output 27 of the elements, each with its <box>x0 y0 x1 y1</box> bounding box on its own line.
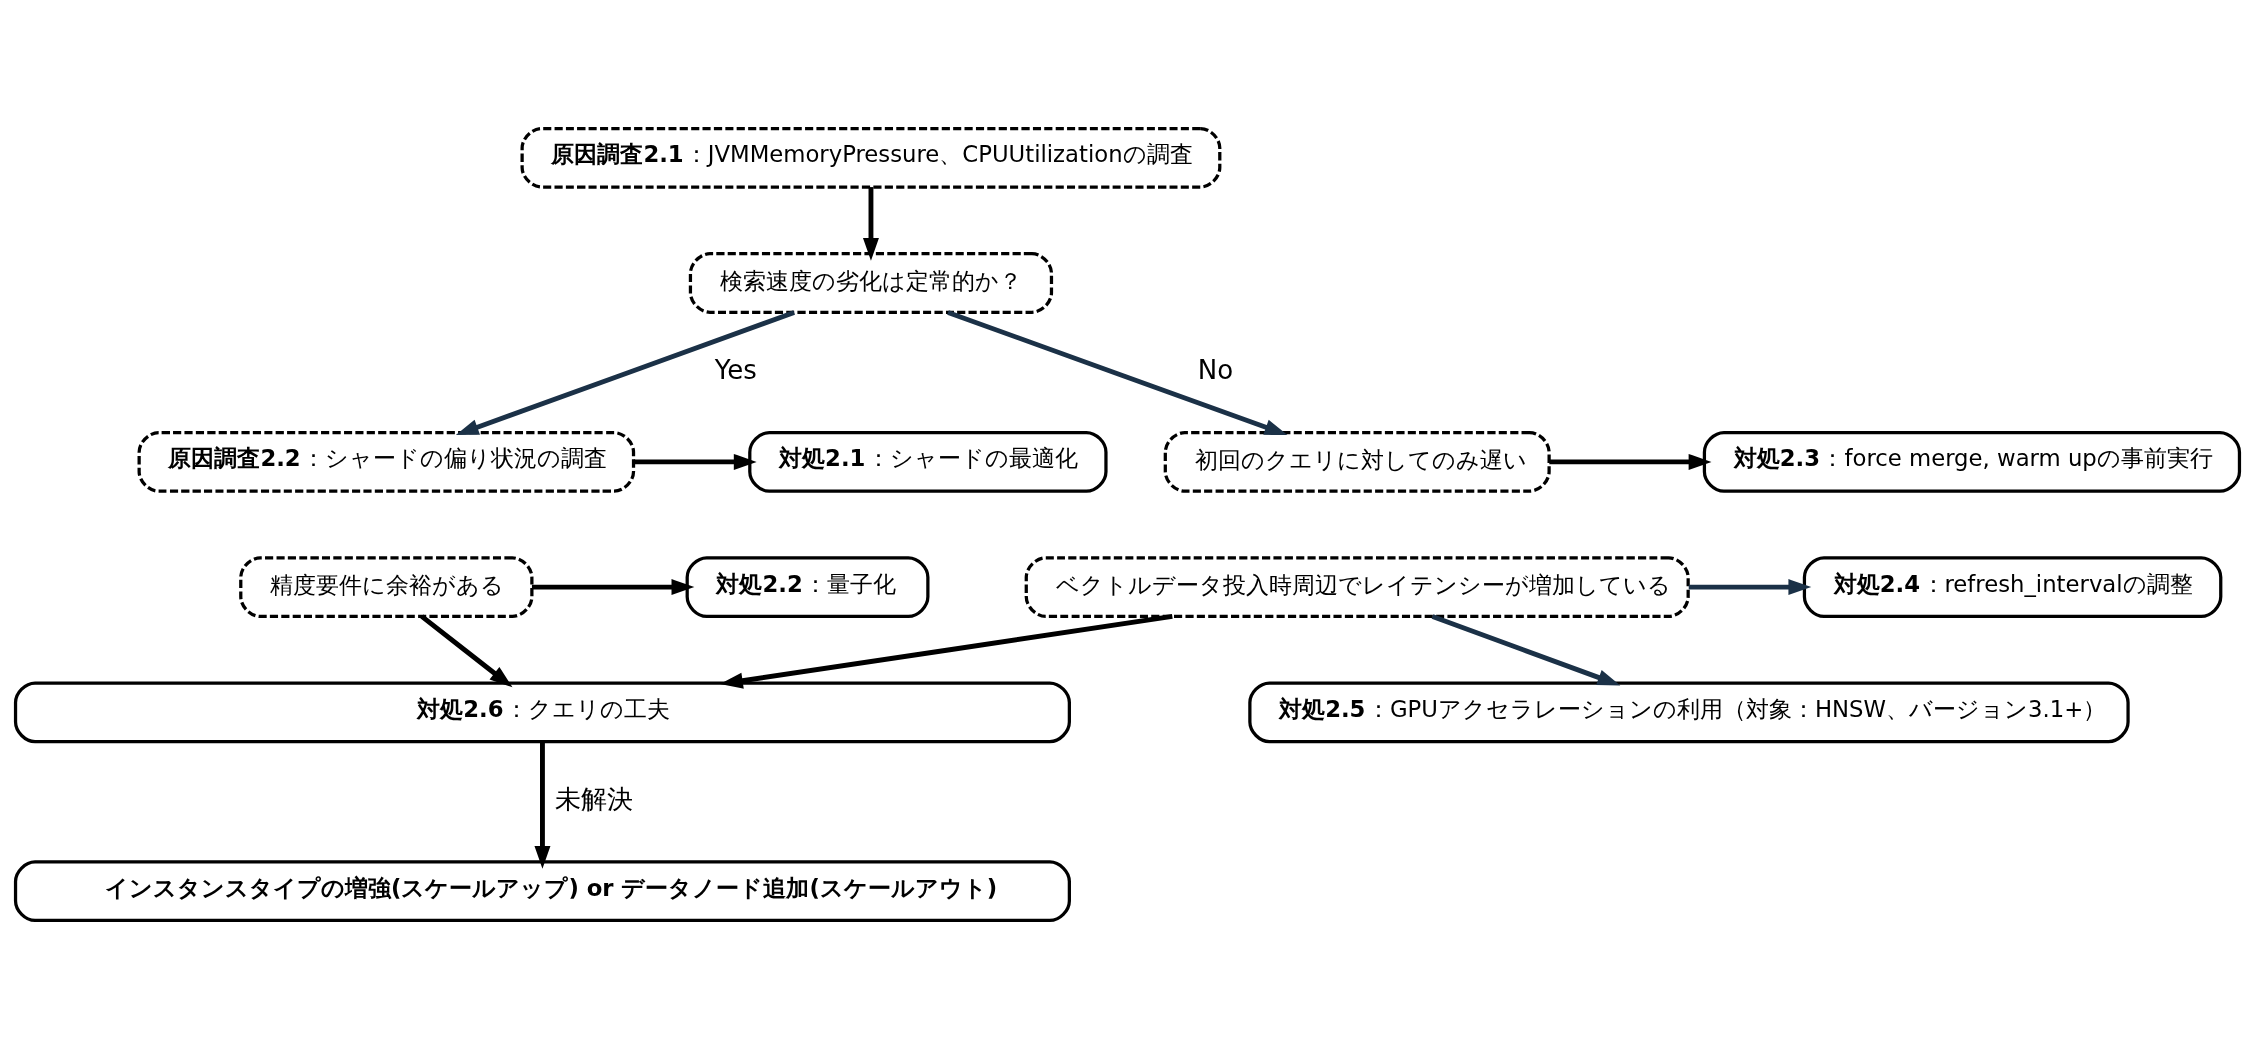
arrow <box>534 741 551 869</box>
node-box: 対処2.5：GPUアクセラレーションの利用（対象：HNSW、バージョン3.1+） <box>1248 680 2130 743</box>
node-box: 対処2.3：force merge, warm upの事前実行 <box>1702 430 2242 493</box>
node-box: 対処2.6：クエリの工夫 <box>13 680 1071 743</box>
arrow <box>862 186 879 261</box>
arrow <box>1431 613 1621 685</box>
edge-label: No <box>1197 354 1234 385</box>
edge-label: 未解決 <box>555 783 634 814</box>
node-box: 対処2.2：量子化 <box>685 555 930 618</box>
arrow <box>420 614 513 687</box>
arrow <box>1549 453 1712 470</box>
arrow <box>633 453 757 470</box>
edge-label: Yes <box>714 354 757 385</box>
arrow <box>947 309 1288 435</box>
node-box: 対処2.1：シャードの最適化 <box>748 430 1108 493</box>
node-box: 原因調査2.2：シャードの偏り状況の調査 <box>137 430 636 493</box>
node-box: インスタンスタイプの増強(スケールアップ) or データノード追加(スケールアウト) <box>13 859 1071 922</box>
node-box: 初回のクエリに対してのみ遅い <box>1163 430 1551 493</box>
node-box: 原因調査2.1：JVMMemoryPressure、CPUUtilizationの調査 <box>520 126 1222 189</box>
arrow <box>720 613 1173 689</box>
node-box: ベクトルデータ投入時周辺でレイテンシーが増加している <box>1024 555 1690 618</box>
arrow <box>531 578 695 595</box>
node-box: 精度要件に余裕がある <box>239 555 534 618</box>
node-box: 検索速度の劣化は定常的か？ <box>688 251 1054 314</box>
arrow <box>455 309 795 435</box>
node-box: 対処2.4：refresh_intervalの調整 <box>1802 555 2223 618</box>
arrow <box>1688 578 1812 595</box>
